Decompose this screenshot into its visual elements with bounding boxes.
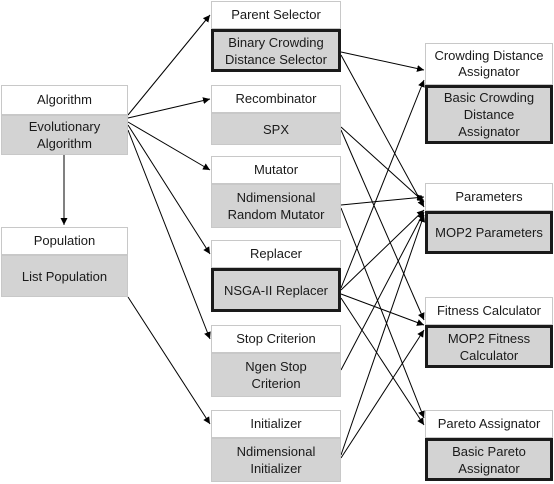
parameters-title: Parameters — [425, 183, 553, 211]
replacer-title: Replacer — [211, 240, 341, 268]
arrow-replacer-to-parameters — [340, 209, 425, 291]
algorithm-node: Algorithm Evolutionary Algorithm — [1, 85, 128, 155]
crowding-distance-body: Basic Crowding Distance Assignator — [425, 85, 553, 144]
mutator-title: Mutator — [211, 156, 341, 184]
crowding-distance-node: Crowding Distance Assignator Basic Crowd… — [425, 43, 553, 145]
population-body: List Population — [1, 255, 128, 297]
arrow-stop-criterion-to-parameters — [340, 211, 425, 371]
arrow-replacer-to-pareto — [340, 297, 425, 426]
fitness-calculator-node: Fitness Calculator MOP2 Fitness Calculat… — [425, 297, 553, 369]
recombinator-node: Recombinator SPX — [211, 85, 341, 145]
arrow-recombinator-to-fitness — [340, 129, 425, 321]
pareto-assignator-body: Basic Pareto Assignator — [425, 438, 553, 481]
arrow-replacer-to-crowding — [340, 79, 425, 289]
pareto-assignator-title: Pareto Assignator — [425, 410, 553, 438]
algorithm-title: Algorithm — [1, 85, 128, 115]
parent-selector-body: Binary Crowding Distance Selector — [211, 29, 341, 72]
arrow-replacer-to-fitness — [340, 293, 425, 326]
fitness-calculator-body: MOP2 Fitness Calculator — [425, 325, 553, 368]
stop-criterion-node: Stop Criterion Ngen Stop Criterion — [211, 325, 341, 397]
initializer-title: Initializer — [211, 410, 341, 438]
parameters-body: MOP2 Parameters — [425, 211, 553, 254]
arrow-recombinator-to-parameters — [340, 126, 425, 203]
arrow-algorithm-to-replacer — [127, 124, 211, 255]
arrow-initializer-to-parameters — [340, 214, 426, 456]
arrow-algorithm-to-stop-criterion — [127, 129, 211, 340]
arrow-population-to-initializer — [127, 296, 211, 425]
parent-selector-title: Parent Selector — [211, 1, 341, 29]
mutator-node: Mutator Ndimensional Random Mutator — [211, 156, 341, 228]
initializer-body: Ndimensional Initializer — [211, 438, 341, 482]
arrow-mutator-to-parameters — [340, 194, 425, 206]
recombinator-title: Recombinator — [211, 85, 341, 113]
arrow-mutator-to-pareto — [340, 207, 425, 419]
pareto-assignator-node: Pareto Assignator Basic Pareto Assignato… — [425, 410, 553, 482]
stop-criterion-title: Stop Criterion — [211, 325, 341, 353]
replacer-body: NSGA-II Replacer — [211, 268, 341, 312]
crowding-distance-title: Crowding Distance Assignator — [425, 43, 553, 85]
arrow-algorithm-to-parent-selector — [127, 14, 211, 116]
mutator-body: Ndimensional Random Mutator — [211, 184, 341, 228]
replacer-node: Replacer NSGA-II Replacer — [211, 240, 341, 312]
arrow-algorithm-to-recombinator — [127, 97, 211, 119]
parent-selector-node: Parent Selector Binary Crowding Distance… — [211, 1, 341, 72]
initializer-node: Initializer Ndimensional Initializer — [211, 410, 341, 482]
population-node: Population List Population — [1, 227, 128, 297]
arrow-algorithm-to-mutator — [127, 121, 211, 171]
algorithm-body: Evolutionary Algorithm — [1, 115, 128, 155]
stop-criterion-body: Ngen Stop Criterion — [211, 353, 341, 397]
arrow-initializer-to-fitness — [340, 329, 425, 459]
parameters-node: Parameters MOP2 Parameters — [425, 183, 553, 255]
arrow-parent-selector-to-parameters — [340, 54, 425, 208]
arrow-parent-selector-to-crowding — [340, 51, 425, 72]
population-title: Population — [1, 227, 128, 255]
recombinator-body: SPX — [211, 113, 341, 145]
fitness-calculator-title: Fitness Calculator — [425, 297, 553, 325]
